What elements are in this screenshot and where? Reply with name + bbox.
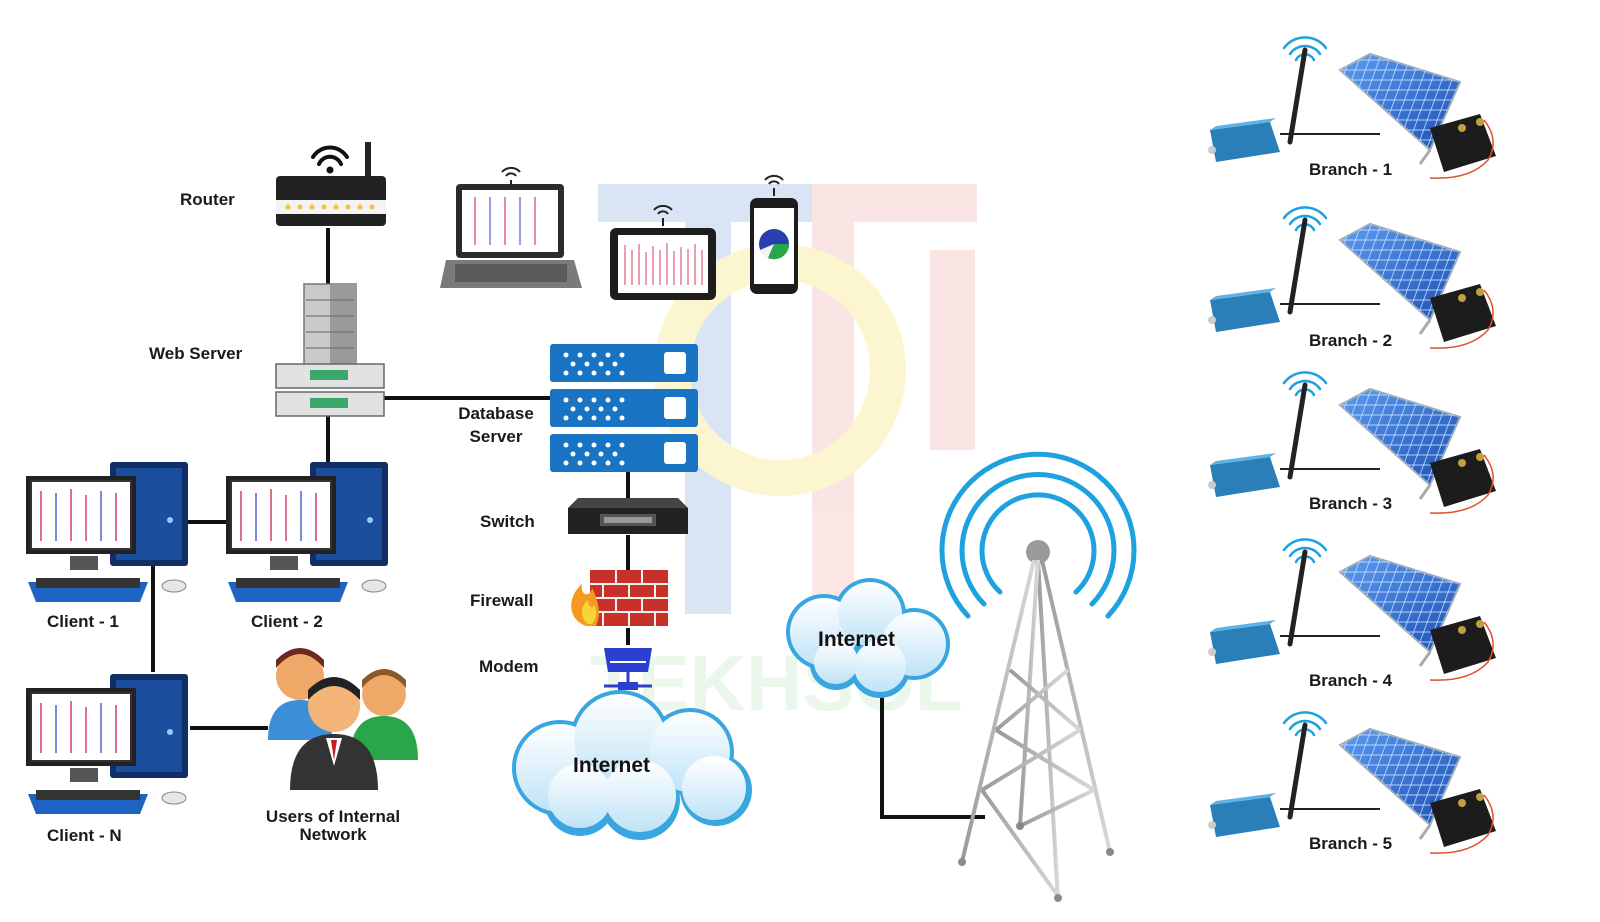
- watermark-logo: TEKHSOL: [590, 184, 977, 727]
- firewall-label: Firewall: [470, 591, 534, 610]
- branch-2-label: Branch - 2: [1309, 331, 1393, 350]
- users-group-icon: [268, 648, 418, 790]
- database-server-label-line2: Server: [469, 427, 523, 446]
- branch-2-site: [1208, 206, 1496, 349]
- switch-label: Switch: [480, 512, 535, 531]
- modem-label: Modem: [479, 657, 539, 676]
- router-label: Router: [180, 190, 235, 209]
- users-label-line2: Network: [299, 825, 367, 844]
- database-server-icon: [550, 344, 698, 472]
- tablet-icon: [610, 204, 716, 300]
- internet-cloud-right: [786, 578, 950, 698]
- internet-cloud-bottom: [512, 690, 752, 840]
- branch-4-site: [1208, 538, 1496, 681]
- internet-right-label: Internet: [818, 628, 896, 651]
- firewall-icon: [571, 570, 668, 626]
- branch-3-label: Branch - 3: [1309, 494, 1393, 513]
- branch-4-label: Branch - 4: [1309, 671, 1393, 690]
- switch-icon: [568, 498, 688, 534]
- branch-3-site: [1208, 371, 1496, 514]
- client-2-label: Client - 2: [251, 612, 323, 631]
- web-server-icon: [275, 283, 385, 417]
- branches-column: [1208, 36, 1496, 854]
- router-icon: [276, 142, 386, 226]
- branch-5-label: Branch - 5: [1309, 834, 1393, 853]
- client-1-label: Client - 1: [47, 612, 119, 631]
- laptop-icon: [440, 166, 582, 288]
- database-server-label-line1: Database: [458, 404, 534, 423]
- modem-icon: [604, 648, 652, 690]
- users-label-line1: Users of Internal: [265, 807, 401, 826]
- smartphone-icon: [750, 174, 798, 294]
- client-2-computer: [226, 462, 388, 602]
- branch-1-label: Branch - 1: [1309, 160, 1393, 179]
- client-n-computer: [26, 674, 188, 814]
- branch-1-site: [1208, 36, 1496, 179]
- web-server-label: Web Server: [149, 344, 243, 363]
- client-n-label: Client - N: [47, 826, 122, 845]
- transmission-tower-icon: [939, 451, 1137, 902]
- internet-bottom-label: Internet: [573, 754, 651, 777]
- client-1-computer: [26, 462, 188, 602]
- branch-5-site: [1208, 711, 1496, 854]
